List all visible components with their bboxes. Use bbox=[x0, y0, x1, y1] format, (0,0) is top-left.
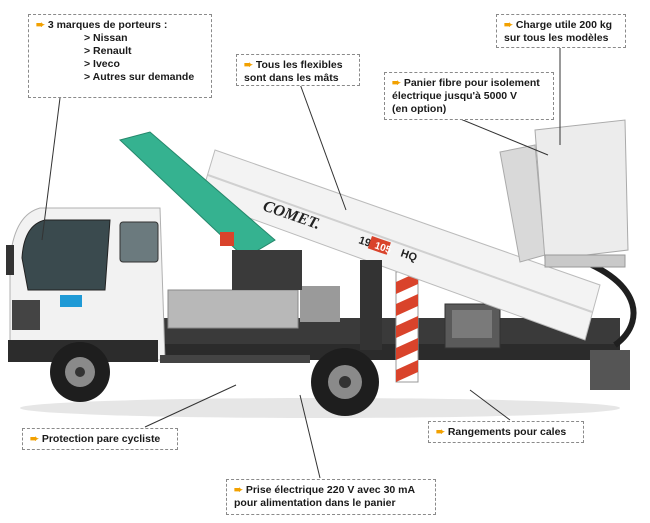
callout-porteurs: ➨3 marques de porteurs : > Nissan > Rena… bbox=[28, 14, 212, 98]
callout-flexibles-line1: Tous les flexibles bbox=[255, 59, 343, 71]
arrow-icon: ➨ bbox=[504, 19, 513, 31]
porteur-item: > Iveco bbox=[84, 58, 120, 70]
arrow-icon: ➨ bbox=[436, 426, 445, 438]
rear-wheel bbox=[311, 348, 379, 416]
callout-porteurs-title: 3 marques de porteurs : bbox=[47, 19, 168, 31]
callout-panier-line2: électrique jusqu'à 5000 V bbox=[392, 90, 518, 102]
model-label-b: 105 bbox=[373, 240, 393, 256]
side-box-checker bbox=[167, 289, 299, 329]
arrow-icon: ➨ bbox=[30, 433, 39, 445]
turret bbox=[232, 250, 302, 290]
porteur-item: > Renault bbox=[84, 45, 132, 57]
arrow-icon: ➨ bbox=[244, 59, 253, 71]
callout-flexibles: ➨Tous les flexibles sont dans les mâts bbox=[236, 54, 360, 86]
callout-prise-line1: Prise électrique 220 V avec 30 mA bbox=[245, 484, 416, 496]
warning-post bbox=[395, 271, 419, 383]
callout-prise: ➨Prise électrique 220 V avec 30 mA pour … bbox=[226, 479, 436, 515]
cyclist-protection-bar bbox=[160, 355, 310, 363]
callout-panier-line3: (en option) bbox=[392, 103, 447, 115]
fiber-basket bbox=[499, 119, 629, 268]
arrow-icon: ➨ bbox=[36, 19, 45, 31]
callout-protection: ➨Protection pare cycliste bbox=[22, 428, 178, 450]
leader-lines bbox=[41, 48, 561, 479]
front-wheel bbox=[50, 342, 110, 402]
model-label-c: HQ bbox=[399, 247, 419, 264]
callout-rangements-line1: Rangements pour cales bbox=[447, 426, 567, 438]
callout-panier: ➨Panier fibre pour isolement électrique … bbox=[384, 72, 554, 120]
callout-rangements: ➨Rangements pour cales bbox=[428, 421, 584, 443]
callout-prise-line2: pour alimentation dans le panier bbox=[234, 497, 396, 509]
callout-rangements-line1-row: ➨Rangements pour cales bbox=[436, 426, 576, 439]
callout-panier-line1-row: ➨Panier fibre pour isolement bbox=[392, 77, 546, 90]
callout-charge-line2: sur tous les modèles bbox=[504, 32, 609, 44]
callout-panier-line1: Panier fibre pour isolement bbox=[403, 77, 540, 89]
callout-prise-line1-row: ➨Prise électrique 220 V avec 30 mA bbox=[234, 484, 428, 497]
model-label-bg bbox=[367, 236, 391, 255]
side-box-2 bbox=[300, 286, 340, 322]
truck-cab bbox=[6, 207, 166, 362]
callout-protection-line1-row: ➨Protection pare cycliste bbox=[30, 433, 170, 446]
callout-porteurs-title-line: ➨3 marques de porteurs : bbox=[36, 19, 204, 32]
arrow-icon: ➨ bbox=[392, 77, 401, 89]
porteur-item: > Autres sur demande bbox=[84, 71, 195, 83]
boom-red-tag bbox=[220, 232, 234, 246]
ground-shadow bbox=[20, 398, 620, 418]
porteur-item: > Nissan bbox=[84, 32, 128, 44]
callout-charge: ➨Charge utile 200 kg sur tous les modèle… bbox=[496, 14, 626, 48]
callout-protection-line1: Protection pare cycliste bbox=[41, 433, 161, 445]
arrow-icon: ➨ bbox=[234, 484, 243, 496]
callout-charge-line1: Charge utile 200 kg bbox=[515, 19, 613, 31]
rear-bumper bbox=[590, 350, 630, 390]
callout-flexibles-line1-row: ➨Tous les flexibles bbox=[244, 59, 352, 72]
support-leg-mid bbox=[360, 260, 382, 350]
green-boom bbox=[119, 131, 276, 259]
callout-flexibles-line2: sont dans les mâts bbox=[244, 72, 339, 84]
callout-charge-line1-row: ➨Charge utile 200 kg bbox=[504, 19, 618, 32]
control-box-screen bbox=[452, 310, 492, 338]
